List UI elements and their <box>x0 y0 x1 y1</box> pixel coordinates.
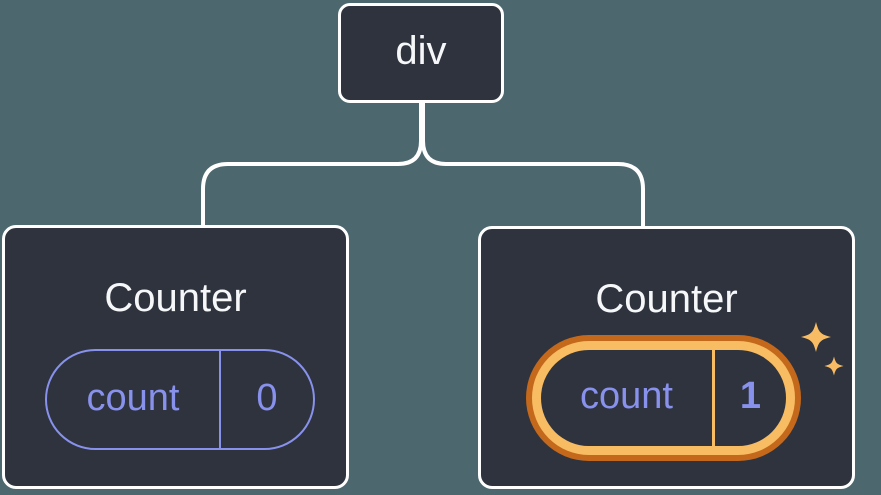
state-name-segment: count <box>541 350 712 446</box>
connector-left-branch <box>201 101 423 226</box>
state-value-segment: 0 <box>219 351 313 448</box>
state-pill: count 0 <box>45 349 315 450</box>
state-name-label: count <box>86 376 180 419</box>
counter-node-right: Counter count 1 <box>478 226 855 489</box>
state-value-segment: 1 <box>712 350 786 446</box>
counter-title: Counter <box>104 276 247 320</box>
state-pill: count 1 <box>541 350 786 446</box>
connector-right-branch <box>421 101 645 227</box>
state-value: 1 <box>739 375 762 417</box>
state-name-label: count <box>580 375 673 417</box>
counter-title: Counter <box>595 277 738 321</box>
counter-node-left: Counter count 0 <box>2 225 349 489</box>
state-name-segment: count <box>47 351 219 448</box>
root-node-label: div <box>395 29 447 73</box>
state-value: 0 <box>256 376 278 419</box>
highlighted-state-pill: count 1 <box>526 335 801 461</box>
root-node-div: div <box>338 3 504 103</box>
